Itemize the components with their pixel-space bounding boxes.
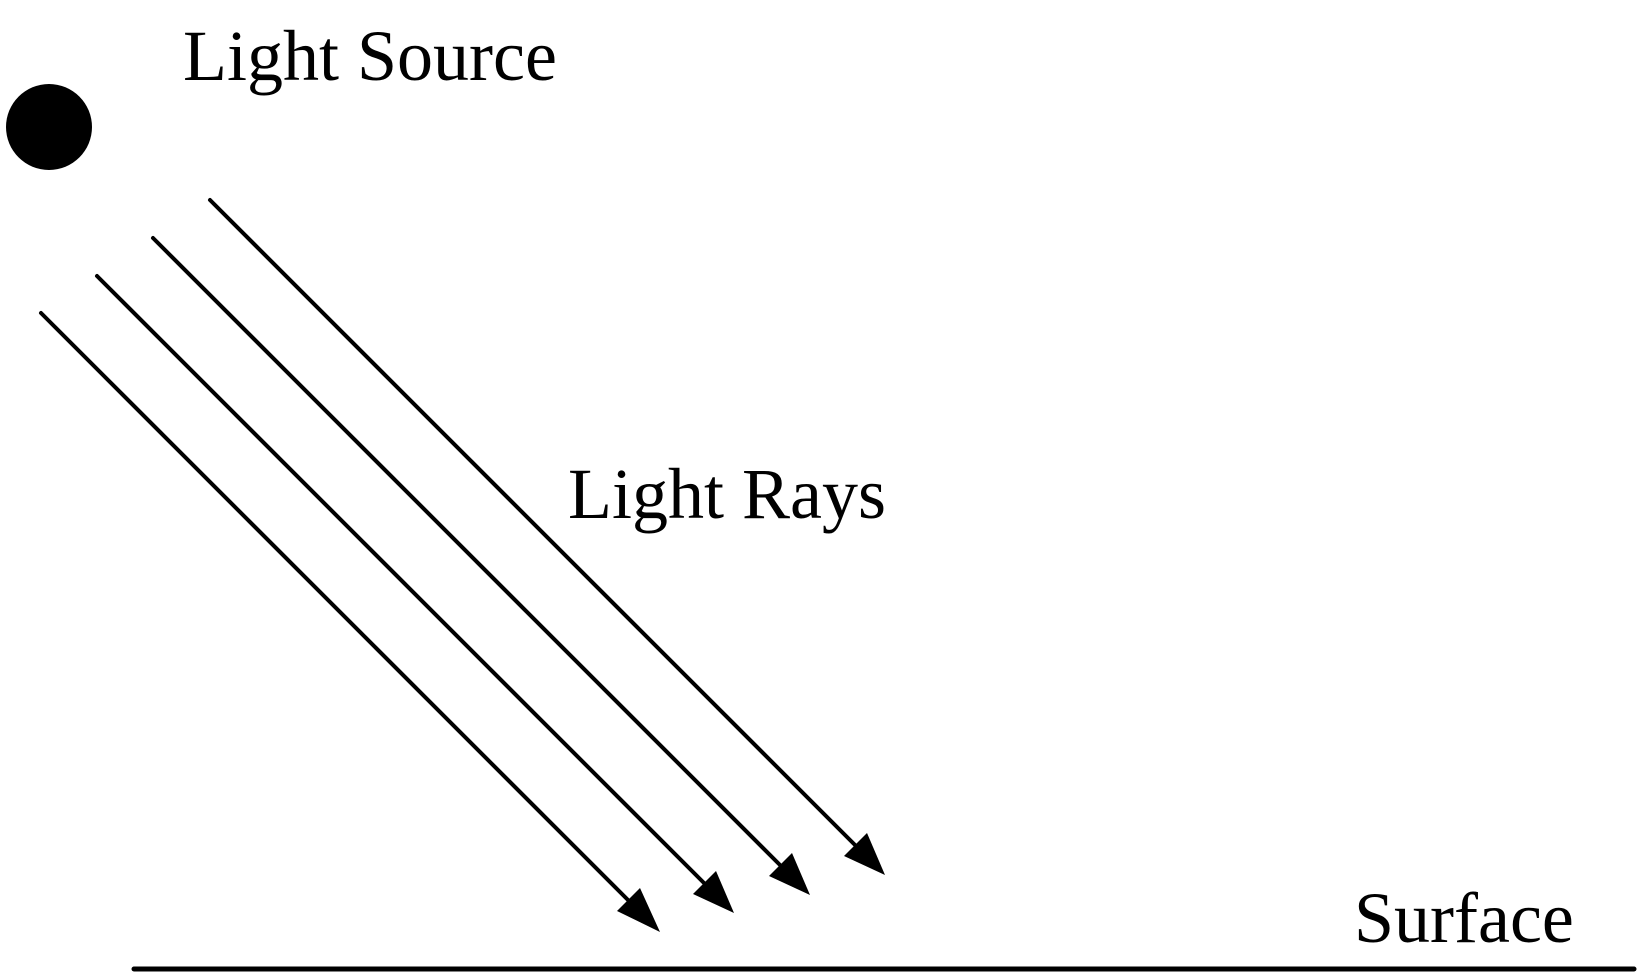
light-ray bbox=[39, 311, 660, 932]
arrowhead bbox=[693, 871, 734, 913]
ray-shaft bbox=[95, 274, 706, 885]
arrowhead bbox=[769, 853, 810, 895]
light-source-label: Light Source bbox=[183, 16, 557, 96]
arrowhead bbox=[844, 833, 885, 875]
light-ray bbox=[208, 198, 885, 875]
surface-label: Surface bbox=[1354, 878, 1574, 958]
ray-shaft bbox=[39, 311, 630, 902]
light-source-dot bbox=[6, 84, 92, 170]
light-ray bbox=[151, 236, 810, 895]
light-ray bbox=[95, 274, 734, 913]
light-rays-label: Light Rays bbox=[568, 454, 886, 534]
ray-shaft bbox=[208, 198, 857, 847]
ray-shaft bbox=[151, 236, 782, 867]
arrowhead bbox=[617, 888, 660, 932]
